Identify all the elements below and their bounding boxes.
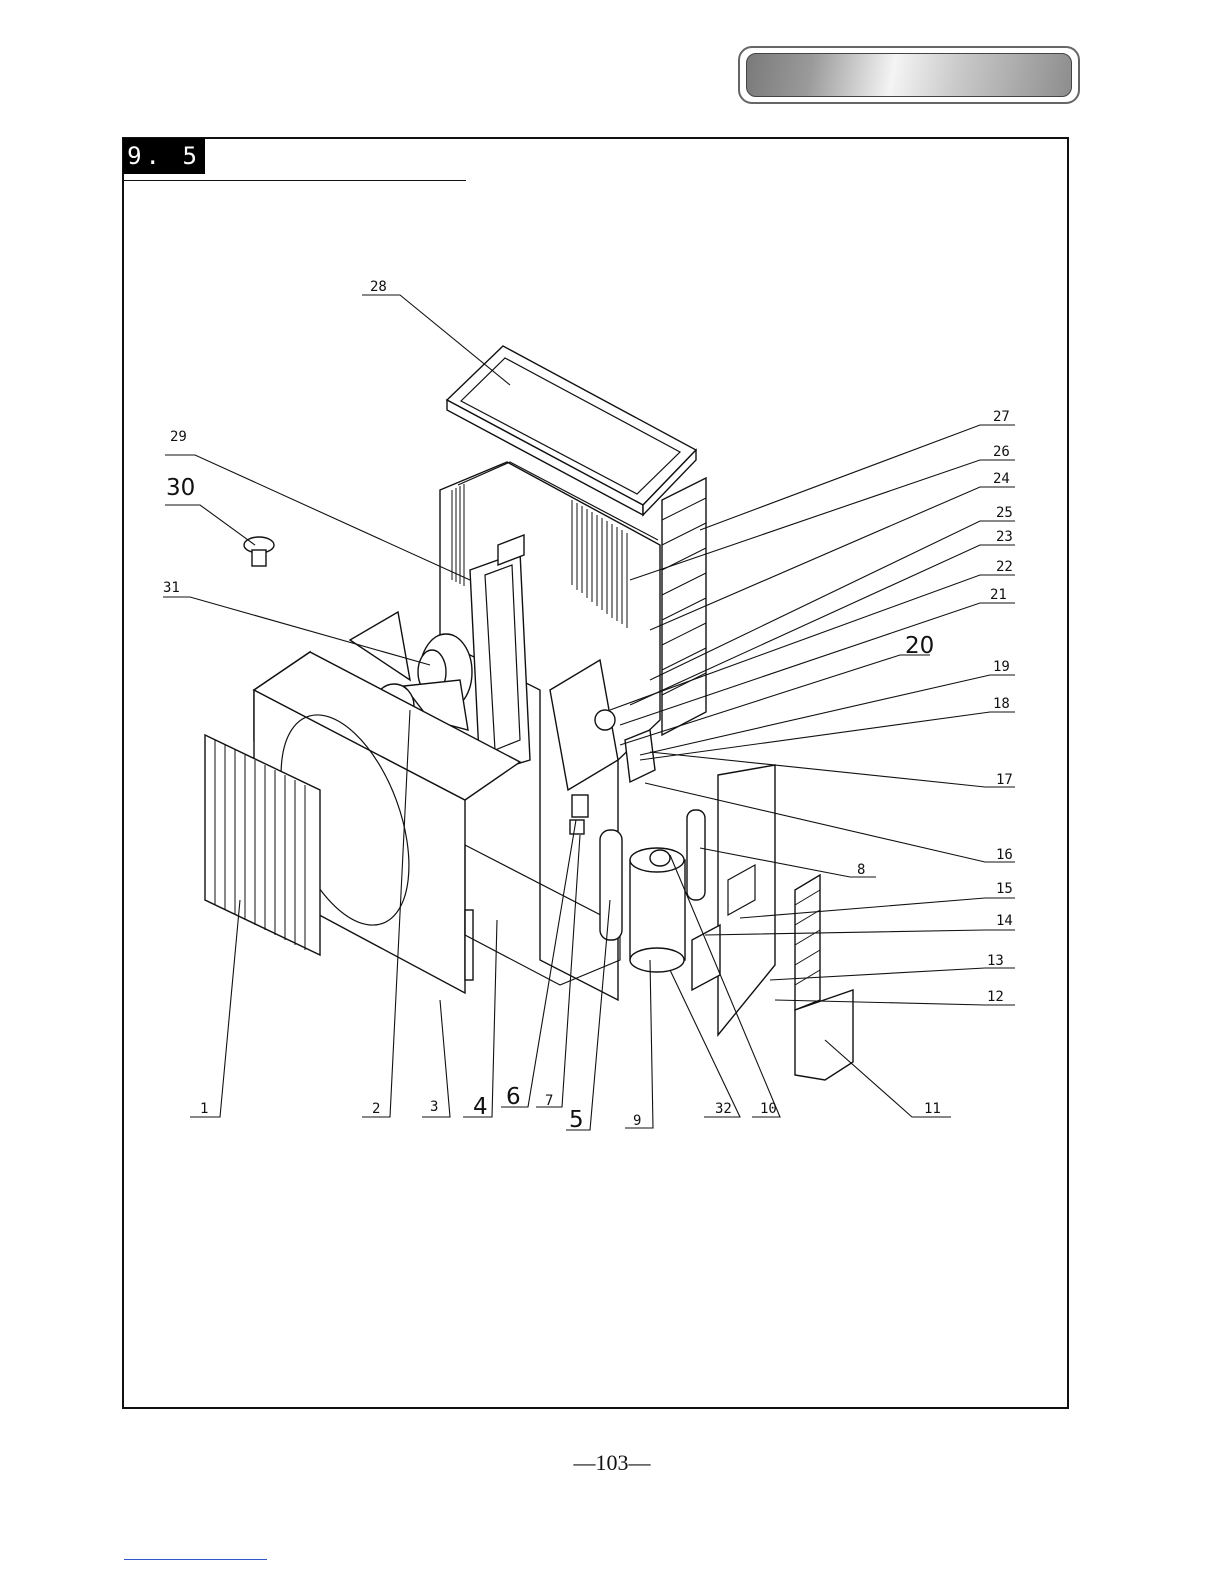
callout-1: 1 [200,1101,208,1117]
callout-30: 30 [166,475,195,501]
page-number: —103— [0,1450,1224,1476]
callout-21: 21 [990,587,1007,603]
rear-grille-part [795,875,820,1010]
callout-4: 4 [473,1094,488,1120]
callout-14: 14 [996,913,1013,929]
rear-side-panel-part [662,478,706,735]
side-panel-part [718,765,775,1035]
callout-6: 6 [506,1084,521,1110]
callout-31: 31 [163,580,180,596]
callout-32: 32 [715,1101,732,1117]
callout-25: 25 [996,505,1013,521]
callout-24: 24 [993,471,1010,487]
callout-20: 20 [905,633,934,659]
callout-19: 19 [993,659,1010,675]
callout-27: 27 [993,409,1010,425]
fan-nut-part [244,537,274,566]
callout-17: 17 [996,772,1013,788]
callout-7: 7 [545,1093,553,1109]
motor-bracket-part [470,535,530,775]
callout-22: 22 [996,559,1013,575]
callout-13: 13 [987,953,1004,969]
callout-8: 8 [857,862,865,878]
callout-26: 26 [993,444,1010,460]
compressor-part [630,848,685,972]
callout-15: 15 [996,881,1013,897]
callout-29: 29 [170,429,187,445]
footer-link-rule [124,1559,267,1560]
callout-11: 11 [924,1101,941,1117]
callout-12: 12 [987,989,1004,1005]
accumulator-tube-part [600,830,622,940]
callout-16: 16 [996,847,1013,863]
callout-3: 3 [430,1099,438,1115]
callout-2: 2 [372,1101,380,1117]
callout-23: 23 [996,529,1013,545]
callout-18: 18 [993,696,1010,712]
callout-10: 10 [760,1101,777,1117]
callout-28: 28 [370,279,387,295]
callout-9: 9 [633,1113,641,1129]
four-way-valve-part [687,810,705,900]
callout-5: 5 [569,1107,584,1133]
